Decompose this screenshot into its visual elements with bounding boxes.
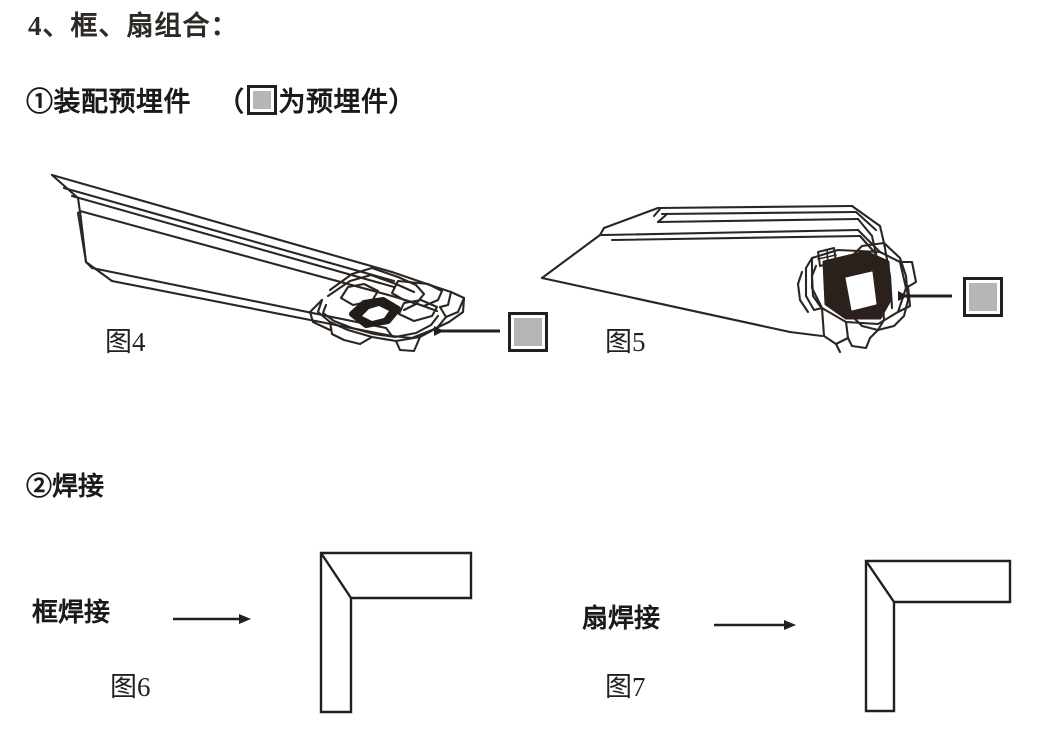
legend-caption: 为预埋件 — [278, 87, 389, 117]
embedded-part-swatch-fig4 — [508, 312, 548, 352]
legend-open-paren: （ — [217, 87, 245, 117]
embedded-part-swatch-fig5 — [963, 277, 1003, 317]
figure-4-caption: 图4 — [105, 327, 146, 357]
legend-close-paren: ） — [388, 87, 416, 117]
frame-welding-label: 框焊接 — [32, 597, 111, 627]
figure-6-caption: 图6 — [110, 672, 151, 702]
step-1-heading: ①装配预埋件 （ 为预埋件 ） — [26, 80, 416, 119]
figure-6-corner-shape — [319, 551, 473, 714]
legend-swatch-icon — [246, 84, 277, 115]
figure-5-caption: 图5 — [605, 327, 646, 357]
step-2-heading: ②焊接 — [26, 472, 105, 501]
figure-5-drawing — [540, 204, 918, 354]
figure-7-caption: 图7 — [605, 672, 646, 702]
figure-7-corner-shape — [864, 559, 1012, 713]
step-1-label: ①装配预埋件 — [26, 87, 191, 117]
sash-welding-label: 扇焊接 — [582, 603, 661, 633]
section-heading: 4、框、扇组合： — [28, 11, 239, 41]
